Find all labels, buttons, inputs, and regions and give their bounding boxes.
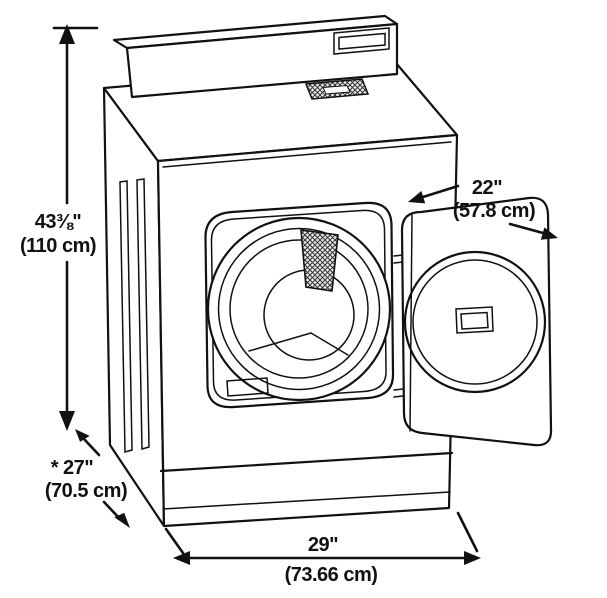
- opening-ring-outer: [206, 216, 392, 402]
- lid-front-edge-line: [162, 141, 452, 168]
- drum-baffle-right: [310, 332, 349, 356]
- depth-arrow-down-icon: [114, 512, 130, 528]
- height-dimension: 43⅜" (110 cm): [20, 24, 99, 431]
- width-imperial-label: 29": [308, 534, 338, 556]
- door-width-line-left: [421, 184, 460, 199]
- height-arrow-down-icon: [59, 411, 75, 431]
- door-width-metric-label: (57.8 cm): [453, 200, 535, 222]
- door-width-line-right: [508, 222, 545, 235]
- width-arrow-right-icon: [464, 551, 481, 565]
- door-edge-line: [409, 214, 413, 432]
- door-width-arrow-left-icon: [408, 191, 426, 204]
- door-latch-inner: [460, 311, 489, 330]
- door-width-arrow-right-icon: [540, 227, 558, 240]
- opening-ring-inner: [217, 227, 381, 391]
- drum-baffle-left: [248, 332, 312, 352]
- door-width-imperial-label: 22": [472, 177, 502, 199]
- model-plate: [226, 377, 269, 397]
- side-groove-left: [119, 180, 133, 453]
- control-console: [112, 14, 399, 99]
- depth-line-upper: [82, 437, 101, 457]
- width-dimension: 29" (73.66 cm): [164, 511, 481, 586]
- lint-screen: [300, 229, 339, 292]
- side-groove-right: [136, 178, 150, 450]
- depth-dimension: * 27" (70.5 cm): [45, 429, 130, 528]
- top-control-window: [322, 84, 351, 95]
- width-extension-left: [164, 527, 185, 555]
- width-extension-right: [456, 511, 479, 553]
- dryer-illustration: [102, 14, 553, 528]
- depth-imperial-label: * 27": [51, 457, 94, 479]
- console-front: [125, 22, 399, 99]
- door-width-dimension: 22" (57.8 cm): [408, 177, 558, 240]
- open-door: [393, 196, 553, 447]
- height-imperial-label: 43⅜": [35, 211, 81, 233]
- door-hinge-bottom-a: [393, 388, 404, 391]
- console-display-inner: [338, 32, 386, 50]
- base-edge-line: [162, 491, 451, 510]
- console-display-outer: [333, 27, 390, 55]
- door-hinge-bottom-b: [393, 395, 404, 398]
- drum-rim: [229, 239, 369, 379]
- height-arrow-up-icon: [59, 24, 75, 44]
- depth-metric-label: (70.5 cm): [45, 480, 127, 502]
- door-recess-inner: [210, 209, 387, 401]
- kick-panel-line: [159, 451, 454, 473]
- door-opening: [204, 201, 395, 409]
- door-window-inner: [412, 259, 538, 385]
- height-metric-label: (110 cm): [20, 235, 96, 257]
- door-window-outer: [403, 250, 547, 394]
- width-arrow-left-icon: [173, 551, 190, 565]
- depth-arrow-up-icon: [75, 429, 90, 442]
- top-control-detail: [304, 78, 370, 100]
- door-panel: [400, 196, 553, 447]
- door-latch-outer: [455, 306, 494, 334]
- width-metric-label: (73.66 cm): [285, 564, 378, 586]
